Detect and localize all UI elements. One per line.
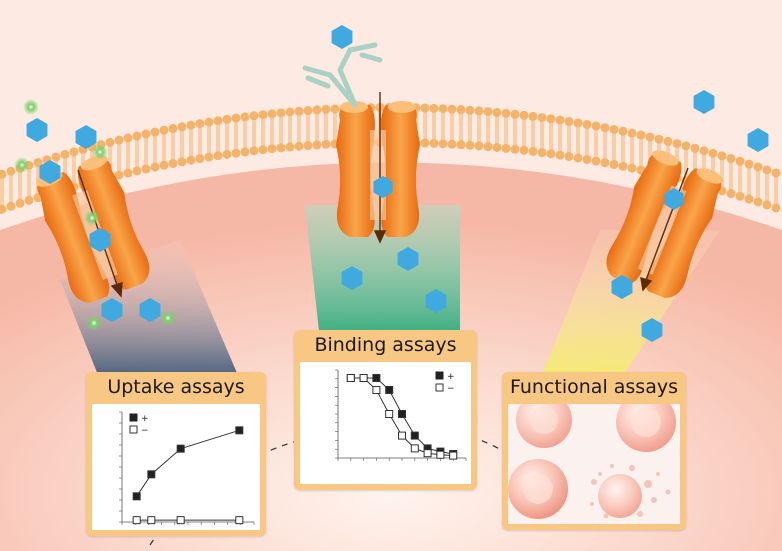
- transport-arrows: [77, 92, 689, 298]
- binding-chart: +−: [335, 369, 467, 461]
- transporter-icon: [336, 101, 420, 237]
- substrate-dot-icon: [84, 210, 100, 226]
- legend-label-plus: +: [141, 414, 149, 424]
- uptake-plot: +−: [92, 404, 260, 530]
- data-point-minus: [359, 374, 368, 382]
- data-point-plus: [385, 386, 394, 394]
- data-point-minus: [423, 449, 432, 458]
- data-point-plus: [372, 374, 381, 382]
- binding-plot: +−: [300, 362, 471, 484]
- uptake-assays-card: Uptake assays +−: [86, 372, 266, 536]
- data-point-plus: [410, 431, 419, 440]
- data-point-minus: [385, 410, 394, 418]
- legend-label-minus: −: [447, 384, 455, 394]
- data-point-minus: [147, 516, 156, 525]
- data-point-minus: [235, 516, 244, 525]
- transporter-icon: [35, 155, 150, 303]
- data-point-minus: [436, 450, 445, 459]
- binding-assays-title: Binding assays: [314, 334, 457, 356]
- legend-marker-minus: [435, 383, 444, 392]
- data-point-minus: [346, 374, 355, 382]
- legend-label-minus: −: [141, 426, 149, 436]
- legend-marker-plus: [435, 371, 444, 380]
- data-point-plus: [147, 470, 156, 479]
- binding-assays-card: Binding assays +−: [294, 330, 477, 490]
- data-point-minus: [410, 444, 419, 453]
- substrate-dot-icon: [23, 99, 39, 115]
- data-point-plus: [398, 410, 406, 418]
- series-line: [136, 429, 240, 497]
- data-point-minus: [449, 451, 458, 460]
- binding-beam: [305, 205, 460, 340]
- substrate-dot-icon: [160, 310, 176, 326]
- data-point-minus: [398, 431, 406, 440]
- substrate-dot-icon: [92, 144, 108, 160]
- data-point-plus: [176, 444, 185, 453]
- functional-image: [508, 404, 680, 524]
- lysing-cell-icon: [598, 474, 642, 518]
- legend-marker-minus: [129, 425, 138, 434]
- data-point-plus: [235, 426, 244, 435]
- legend-marker-plus: [129, 413, 138, 422]
- data-point-minus: [176, 516, 185, 525]
- uptake-assays-title: Uptake assays: [107, 376, 245, 398]
- uptake-chart: +−: [119, 411, 255, 525]
- legend-label-plus: +: [447, 372, 455, 382]
- antibody-icon: [302, 42, 383, 108]
- substrate-group: [14, 99, 176, 331]
- data-point-minus: [372, 386, 381, 394]
- substrate-dot-icon: [86, 315, 102, 331]
- cell-debris: [590, 464, 671, 519]
- functional-assays-title: Functional assays: [509, 376, 678, 398]
- functional-assays-card: Functional assays: [502, 372, 686, 530]
- substrate-dot-icon: [14, 157, 30, 173]
- cell-spheres: [508, 404, 676, 519]
- data-point-plus: [132, 492, 141, 501]
- data-point-minus: [132, 516, 141, 525]
